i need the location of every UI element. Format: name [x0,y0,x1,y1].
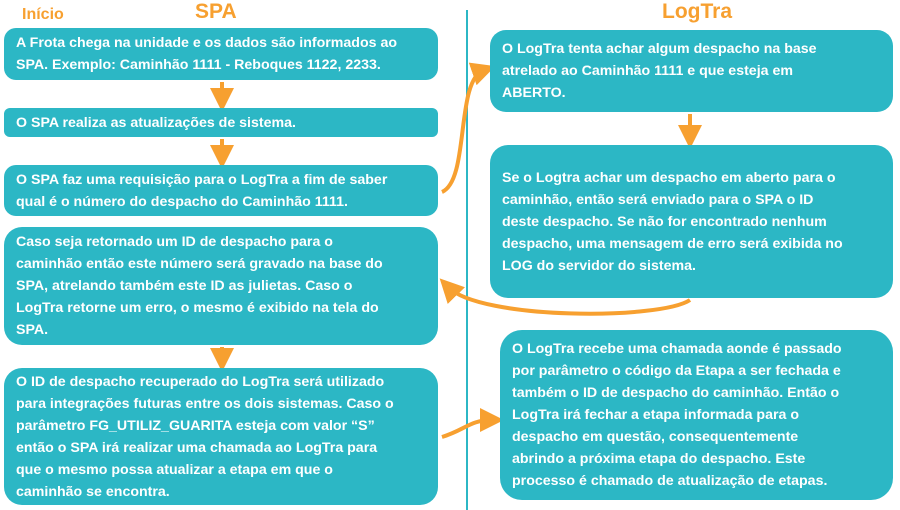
spa-step-1: A Frota chega na unidade e os dados são … [4,28,438,80]
logtra-step-1: O LogTra tenta achar algum despacho na b… [490,30,893,112]
start-label: Início [22,6,64,23]
arrow-5-r3 [441,408,504,439]
spa-column-title: SPA [195,0,237,23]
spa-step-2: O SPA realiza as atualizações de sistema… [4,108,438,137]
spa-step-5: O ID de despacho recuperado do LogTra se… [4,368,438,505]
logtra-column-title: LogTra [662,0,733,23]
logtra-step-3: O LogTra recebe uma chamada aonde é pass… [500,330,893,500]
arrow-r2-4 [439,278,692,316]
arrow-3-r1 [440,62,496,194]
logtra-step-2: Se o Logtra achar um despacho em aberto … [490,145,893,298]
spa-step-3: O SPA faz uma requisição para o LogTra a… [4,165,438,216]
spa-step-4: Caso seja retornado um ID de despacho pa… [4,227,438,345]
